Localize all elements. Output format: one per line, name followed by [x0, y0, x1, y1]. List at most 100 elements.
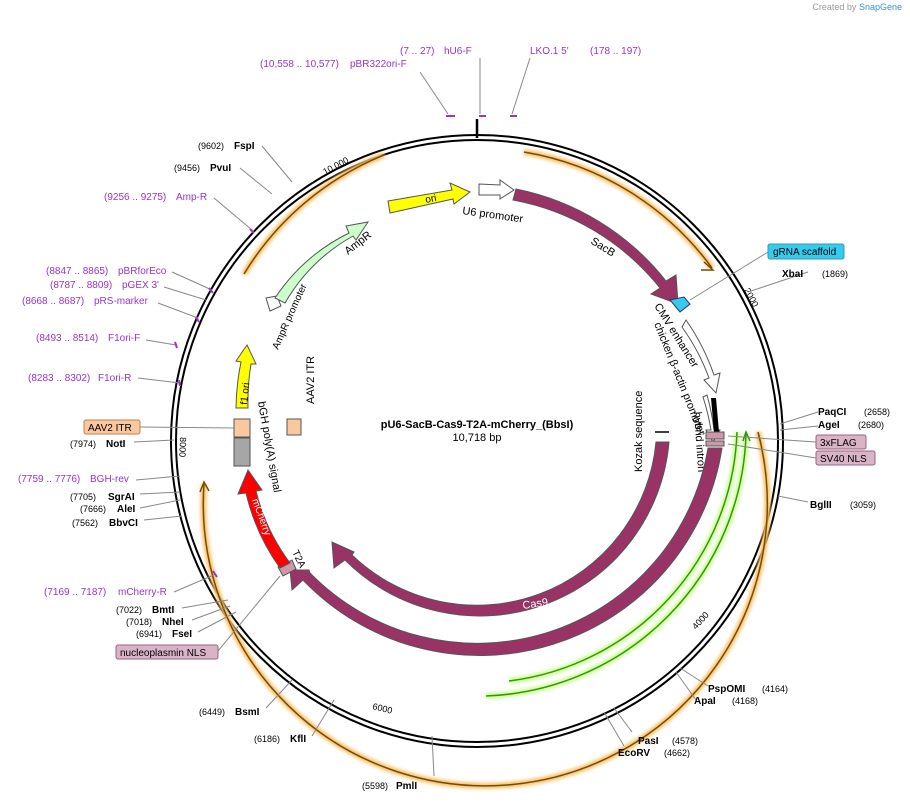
feature-sv40-nls-mark[interactable] — [705, 440, 725, 447]
primer-hu6-f[interactable]: (7 .. 27) hU6-F — [400, 46, 486, 117]
primer-lko1-5[interactable]: LKO.1 5' (178 .. 197) — [510, 46, 641, 117]
site-fspi[interactable]: (9602) FspI — [198, 141, 293, 183]
svg-text:KflI: KflI — [290, 734, 306, 745]
primer-amp-r[interactable]: (9256 .. 9275) Amp-R — [104, 192, 255, 234]
svg-text:(8847 .. 8865): (8847 .. 8865) — [46, 266, 108, 277]
primer-f1ori-r[interactable]: (8283 .. 8302) F1ori-R — [28, 373, 181, 387]
svg-text:PvuI: PvuI — [210, 163, 231, 174]
svg-text:BglII: BglII — [810, 500, 832, 511]
svg-text:(7169 .. 7187): (7169 .. 7187) — [44, 587, 106, 598]
label-nucleoplasmin-nls[interactable]: nucleoplasmin NLS — [115, 575, 281, 660]
svg-text:(7759 .. 7776): (7759 .. 7776) — [18, 474, 80, 485]
ruler-label-8000: 8000 — [177, 437, 188, 457]
site-ecorv[interactable]: EcoRV (4662) — [603, 711, 690, 759]
svg-text:(7022): (7022) — [116, 605, 142, 615]
svg-text:(2658): (2658) — [864, 407, 890, 417]
svg-text:3xFLAG: 3xFLAG — [820, 438, 857, 449]
svg-text:FspI: FspI — [234, 141, 255, 152]
label-aav2-itr[interactable]: AAV2 ITR — [83, 419, 235, 435]
svg-text:FseI: FseI — [172, 629, 192, 640]
site-pasi[interactable]: PasI (4578) — [613, 707, 698, 747]
feature-ampr-promoter-arrow[interactable] — [265, 295, 282, 312]
plasmid-name: pU6-SacB-Cas9-T2A-mCherry_(BbsI) — [381, 419, 574, 431]
label-sv40-nls[interactable]: SV40 NLS — [727, 443, 876, 466]
svg-text:AleI: AleI — [117, 504, 136, 515]
svg-text:pGEX 3': pGEX 3' — [122, 280, 159, 291]
feature-ampr[interactable] — [274, 221, 370, 304]
svg-text:(178 .. 197): (178 .. 197) — [590, 46, 641, 57]
svg-text:(2680): (2680) — [858, 420, 884, 430]
site-kfli[interactable]: (6186) KflI — [254, 699, 335, 745]
feature-grna-scaffold-mark[interactable] — [669, 296, 691, 313]
svg-text:Amp-R: Amp-R — [176, 192, 207, 203]
svg-text:pBRforEco: pBRforEco — [118, 266, 167, 277]
site-pvui[interactable]: (9456) PvuI — [174, 163, 273, 195]
site-bglii[interactable]: BglII (3059) — [777, 495, 876, 511]
svg-text:BsmI: BsmI — [235, 707, 260, 718]
primer-pbr322ori-f[interactable]: (10,558 .. 10,577) pBR322ori-F — [260, 59, 455, 117]
feature-u6-promoter[interactable] — [478, 179, 515, 200]
svg-text:(6186): (6186) — [254, 734, 280, 744]
primer-pgex-3[interactable]: (8787 .. 8809) pGEX 3' — [50, 280, 207, 301]
svg-text:(1869): (1869) — [822, 269, 848, 279]
feature-bgh-polya[interactable] — [233, 437, 251, 467]
site-alei[interactable]: (7666) AleI — [80, 499, 181, 515]
credit-brand: SnapGene — [858, 2, 902, 12]
orf-arc-sacb — [523, 149, 715, 271]
site-paqci[interactable]: PaqCI (2658) — [779, 407, 890, 425]
svg-text:(7666): (7666) — [80, 504, 106, 514]
svg-text:BbvCI: BbvCI — [109, 518, 138, 529]
feature-ori[interactable] — [387, 182, 471, 214]
svg-text:(3059): (3059) — [850, 500, 876, 510]
feature-cas9-inner[interactable] — [331, 441, 670, 617]
feature-f1-ori[interactable] — [235, 344, 257, 409]
svg-text:AAV2 ITR: AAV2 ITR — [88, 423, 132, 434]
site-pmli[interactable]: (5598) PmlI — [362, 735, 435, 792]
feature-cas9-outer-label: Cas9 — [534, 647, 561, 663]
svg-text:(7705): (7705) — [70, 492, 96, 502]
site-xbai[interactable]: XbaI (1869) — [747, 269, 848, 293]
feature-bgh-polya-label: bGH poly(A) signal — [255, 400, 283, 493]
site-agei[interactable]: AgeI (2680) — [779, 420, 884, 431]
svg-text:(9602): (9602) — [198, 141, 224, 151]
svg-text:(7 .. 27): (7 .. 27) — [400, 46, 434, 57]
svg-text:LKO.1 5': LKO.1 5' — [530, 46, 569, 57]
feature-aav2-itr-right[interactable] — [286, 418, 302, 436]
svg-text:(7974): (7974) — [70, 439, 96, 449]
feature-3xflag-mark[interactable] — [705, 431, 725, 440]
svg-text:(8283 .. 8302): (8283 .. 8302) — [28, 373, 90, 384]
primer-f1ori-f[interactable]: (8493 .. 8514) F1ori-F — [36, 333, 178, 349]
primer-mcherry-r[interactable]: (7169 .. 7187) mCherry-R — [44, 570, 218, 598]
label-3xflag[interactable]: 3xFLAG — [727, 434, 867, 450]
site-sgrai[interactable]: (7705) SgrAI — [70, 491, 181, 503]
site-pspomi[interactable]: PspOMI (4164) — [679, 667, 788, 695]
svg-text:(4164): (4164) — [762, 684, 788, 694]
site-apai[interactable]: ApaI (4168) — [675, 671, 758, 707]
feature-hybrid-intron[interactable] — [711, 398, 719, 432]
ruler-label-6000: 6000 — [372, 701, 394, 716]
svg-text:(8668 .. 8687): (8668 .. 8687) — [22, 296, 84, 307]
ruler-label-4000: 4000 — [690, 610, 711, 632]
feature-aav2-itr-label: AAV2 ITR — [305, 356, 317, 404]
feature-aav2-itr-left[interactable] — [233, 418, 251, 438]
svg-text:(4578): (4578) — [672, 736, 698, 746]
svg-text:(4662): (4662) — [664, 748, 690, 758]
site-fsei[interactable]: (6941) FseI — [136, 611, 237, 640]
feature-u6-promoter-label: U6 promoter — [462, 205, 525, 225]
primer-prs-marker[interactable]: (8668 .. 8687) pRS-marker — [22, 296, 200, 323]
site-bmti[interactable]: (7022) BmtI — [116, 599, 229, 616]
site-nhei[interactable]: (7018) NheI — [126, 605, 231, 628]
feature-ori-label: ori — [424, 193, 437, 206]
site-bbvci[interactable]: (7562) BbvCI — [72, 515, 183, 529]
label-grna-scaffold[interactable]: gRNA scaffold — [689, 243, 845, 301]
feature-sacb[interactable] — [512, 188, 679, 305]
feature-mcherry[interactable] — [237, 468, 291, 569]
feature-cmv-enhancer[interactable] — [681, 319, 721, 395]
site-bsmi[interactable]: (6449) BsmI — [199, 679, 293, 718]
site-noti[interactable]: (7974) NotI — [70, 439, 175, 450]
feature-f1-ori-label: f1 ori — [239, 382, 252, 405]
primer-pbrforeco[interactable]: (8847 .. 8865) pBRforEco — [46, 266, 214, 294]
svg-text:PmlI: PmlI — [396, 781, 417, 792]
primer-bgh-rev[interactable]: (7759 .. 7776) BGH-rev — [18, 474, 181, 485]
